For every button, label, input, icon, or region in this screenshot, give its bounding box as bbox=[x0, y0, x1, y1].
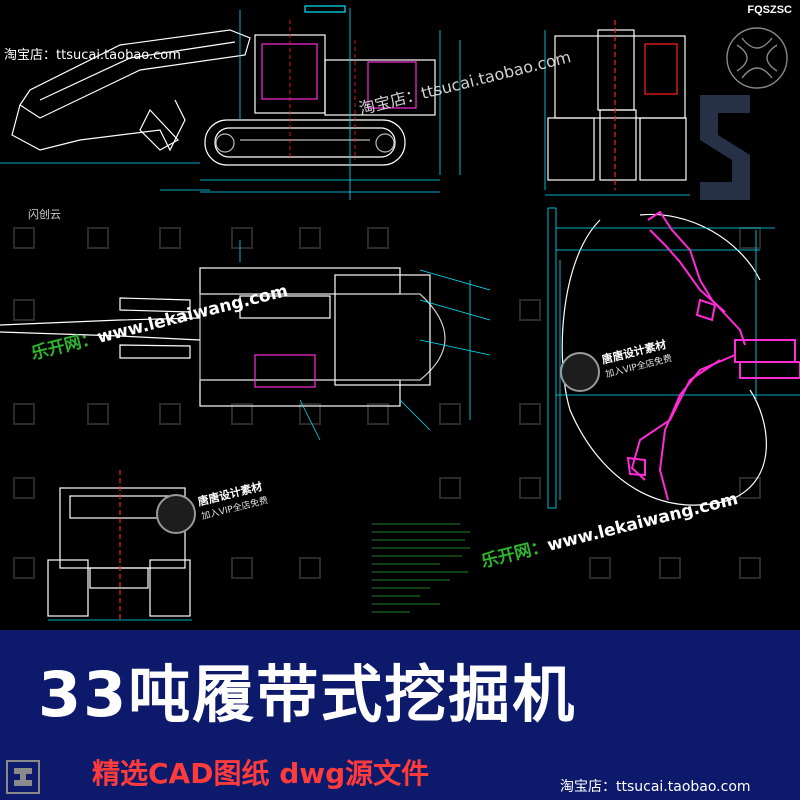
cad-drawing-canvas: FQSZSC 淘宝店：ttsucai.taobao.com 淘宝店：ttsuca… bbox=[0, 4, 800, 621]
decorative-knot-logo bbox=[726, 27, 788, 89]
cad-drawing bbox=[0, 5, 800, 621]
title-banner bbox=[0, 630, 800, 800]
drawing-code: FQSZSC bbox=[747, 4, 792, 16]
excavator-top-view bbox=[0, 240, 491, 441]
badge-logo-icon bbox=[156, 494, 196, 534]
brand-small-watermark: 闪创云 bbox=[28, 208, 61, 221]
excavator-side-view bbox=[0, 5, 461, 200]
product-title: 33吨履带式挖掘机 bbox=[38, 658, 577, 731]
working-range-diagram bbox=[547, 207, 800, 509]
shop-watermark-left: 淘宝店：ttsucai.taobao.com bbox=[4, 48, 181, 63]
corner-brand-icon bbox=[6, 760, 40, 794]
technical-notes bbox=[372, 523, 470, 613]
shop-url: 淘宝店：ttsucai.taobao.com bbox=[560, 779, 751, 795]
brand-s-logo bbox=[700, 95, 750, 200]
excavator-rear-view bbox=[47, 470, 192, 621]
badge-logo-icon bbox=[560, 352, 600, 392]
product-subtitle: 精选CAD图纸 dwg源文件 bbox=[92, 757, 430, 790]
background-logo-pattern bbox=[13, 227, 761, 579]
excavator-front-view bbox=[544, 20, 690, 196]
